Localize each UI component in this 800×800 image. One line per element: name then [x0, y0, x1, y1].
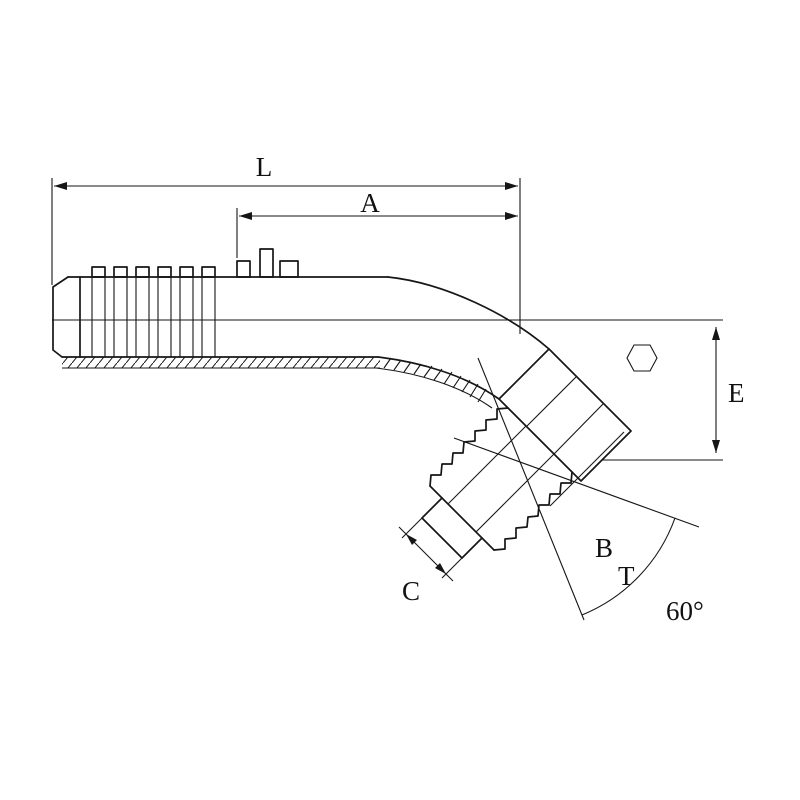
dim-label-C: C — [402, 576, 420, 606]
dim-A: A — [236, 188, 518, 258]
dim-label-L: L — [256, 152, 273, 182]
hose-shank — [52, 276, 389, 358]
stub-end — [421, 497, 483, 559]
elbow-body — [377, 276, 550, 400]
dim-label-E: E — [728, 378, 745, 408]
dim-E: E — [602, 327, 745, 461]
dim-L: L — [51, 152, 521, 334]
hex-nut-body — [498, 348, 632, 507]
dim-label-T: T — [618, 561, 635, 591]
dim-C: C — [398, 517, 463, 606]
hexagon-icon — [626, 344, 658, 372]
barb-ribs — [91, 248, 299, 357]
dim-label-B: B — [595, 533, 613, 563]
hatch-band — [62, 357, 493, 409]
dim-label-A: A — [360, 188, 380, 218]
angle-label: 60° — [666, 596, 704, 626]
thread-section — [429, 407, 573, 551]
cone-construction: B T 60° — [453, 357, 704, 626]
